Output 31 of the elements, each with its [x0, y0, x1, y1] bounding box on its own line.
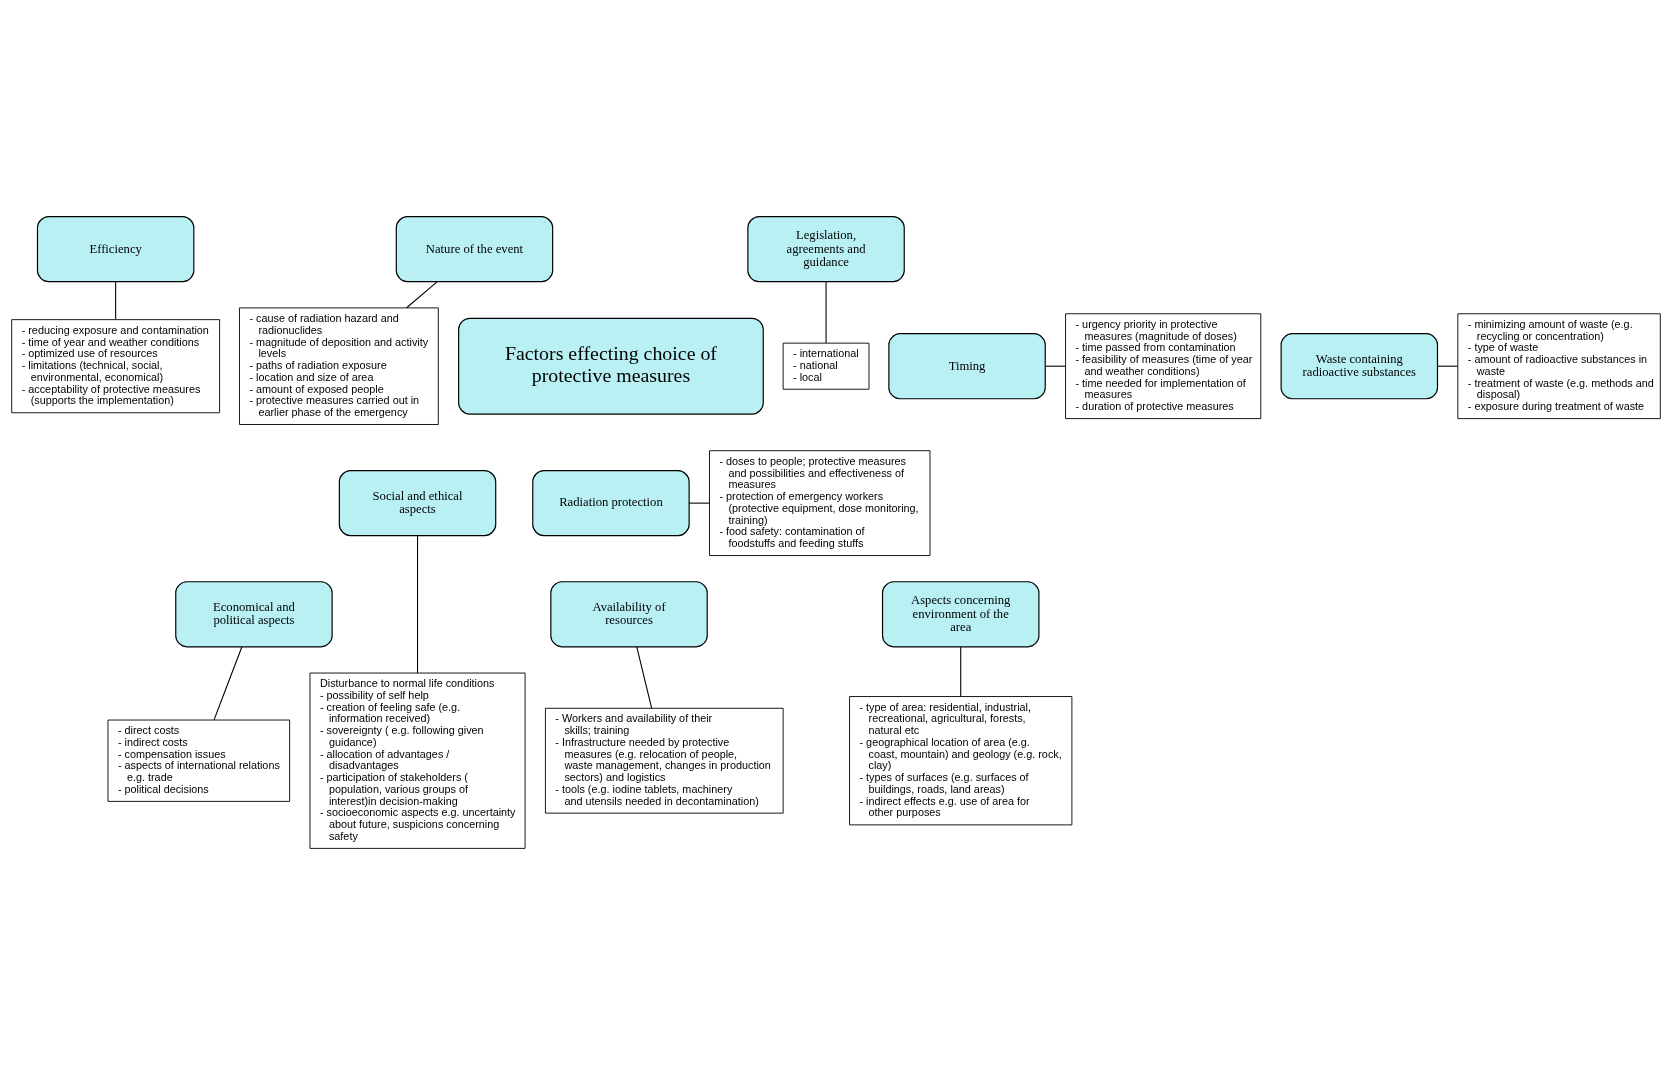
connector — [417, 535, 419, 674]
node-box: Waste containing radioactive substances — [1280, 333, 1439, 400]
connector — [406, 281, 438, 309]
node-box: Factors effecting choice of protective measures — [458, 317, 764, 415]
node-box: Efficiency — [36, 216, 195, 283]
node-box: - type of area: residential, industrial, recreational, agricultural, forests, natural etc - geographical location of area (e.g. coast, mountain) and geology (e.g. rock, clay) - types of surfaces (e.g. surfaces of buildings, roads, land areas) - indirect effects e.g. use of area for other purposes — [849, 696, 1073, 826]
connector — [1437, 365, 1459, 367]
node-box: Availability of resources — [550, 581, 708, 648]
node-box: Nature of the event — [395, 216, 554, 283]
node-box: Legislation, agreements and guidance — [747, 216, 905, 283]
connector — [960, 646, 962, 697]
node-box: - direct costs - indirect costs - compensation issues - aspects of international relations e.g. trade - political decisions — [107, 719, 291, 802]
node-box: - urgency priority in protective measures (magnitude of doses) - time passed from contamination - feasibility of measures (time of year and weather conditions) - time needed for implementation of measures - duration of protective measures — [1065, 313, 1262, 420]
connector — [213, 646, 243, 721]
node-box: Aspects concerning environment of the area — [881, 581, 1040, 648]
connector — [688, 502, 710, 504]
node-box: - cause of radiation hazard and radionuclides - magnitude of deposition and activity levels - paths of radiation exposure - location and size of area - amount of exposed people - protective measures carried out in earlier phase of the emergency — [239, 307, 439, 425]
node-box: - reducing exposure and contamination - time of year and weather conditions - optimized use of resources - limitations (technical, social, environmental, economical) - acceptability of protective measures (supports the implementation) — [11, 319, 221, 414]
connector — [636, 646, 653, 709]
node-box: - international - national - local — [782, 342, 870, 390]
node-box: Disturbance to normal life conditions - possibility of self help - creation of feeling safe (e.g. information received) - sovereignty ( e.g. following given guidance) - allocation of advantages / disadvantages - participation of stakeholders ( population, various groups of interest)in decision-making - socioeconomic aspects e.g. uncertainty about future, suspicions concerning safety — [309, 672, 526, 849]
node-box: - Workers and availability of their skills; training - Infrastructure needed by protective measures (e.g. relocation of people, waste management, changes in production sectors) and logistics - tools (e.g. iodine tablets, machinery and utensils needed in decontamination) — [544, 707, 784, 814]
node-box: - minimizing amount of waste (e.g. recycling or concentration) - type of waste - amount of radioactive substances in waste - treatment of waste (e.g. methods and disposal) - exposure during treatment of waste — [1457, 313, 1661, 420]
node-box: Social and ethical aspects — [338, 470, 497, 537]
node-box: Radiation protection — [532, 470, 690, 537]
node-box: Timing — [888, 333, 1046, 400]
connector — [825, 281, 827, 344]
connector — [1045, 365, 1067, 367]
node-box: - doses to people; protective measures and possibilities and effectiveness of measures - protection of emergency workers (protective equipment, dose monitoring, training) - food safety: contamination of foodstuffs and feeding stuffs — [709, 450, 931, 556]
connector — [115, 281, 117, 320]
node-box: Economical and political aspects — [175, 581, 333, 648]
